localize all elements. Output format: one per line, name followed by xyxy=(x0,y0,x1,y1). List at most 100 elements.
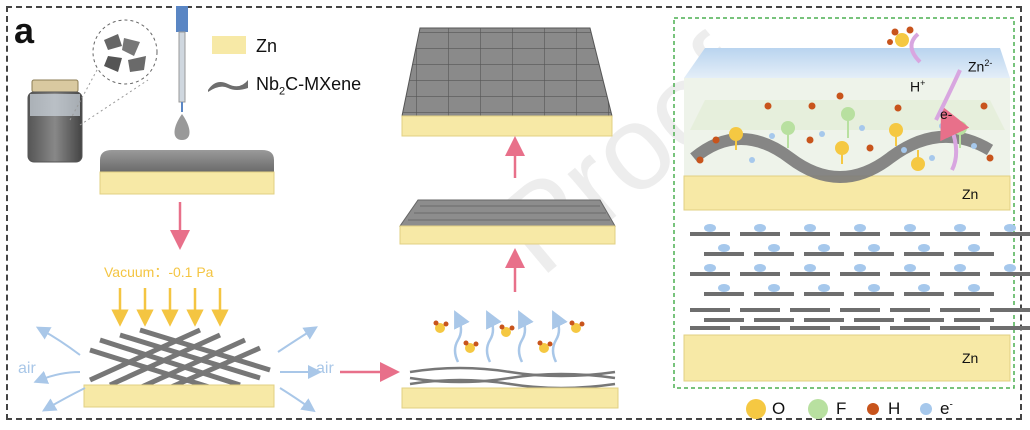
surface-electron xyxy=(768,284,780,292)
mxene-layer xyxy=(940,308,980,312)
zn-ion-cluster xyxy=(887,26,914,47)
mxene-layer xyxy=(790,326,830,330)
surface-electron xyxy=(804,264,816,272)
mxene-layer xyxy=(740,326,780,330)
zn-label-detail-bottom: Zn xyxy=(962,350,979,366)
mxene-layer xyxy=(854,318,894,322)
mxene-layer xyxy=(790,232,830,236)
legend-swatch-o xyxy=(746,399,766,419)
mxene-layer xyxy=(954,318,994,322)
air-label-right: air xyxy=(316,360,334,377)
mxene-layer xyxy=(904,318,944,322)
legend-swatch-h xyxy=(867,403,879,415)
zn-substrate-detail xyxy=(683,334,1011,382)
surface-electron xyxy=(868,284,880,292)
layered-mxene-stack xyxy=(690,224,1030,330)
surface-electron xyxy=(918,244,930,252)
zn-substrate-step3 xyxy=(401,387,619,409)
zn-ion-label: Zn2- xyxy=(968,58,993,75)
legend-h-label: H xyxy=(888,399,901,418)
mxene-layer xyxy=(690,232,730,236)
electron-label: e- xyxy=(940,106,953,122)
mxene-layer xyxy=(690,326,730,330)
vacuum-label: Vacuum：-0.1 Pa xyxy=(104,264,214,280)
mxene-dispersion-vial xyxy=(27,79,83,163)
solvent-evaporation xyxy=(453,310,568,363)
water-molecules xyxy=(433,320,585,353)
surface-electron xyxy=(754,224,766,232)
legend-mxene-swatch xyxy=(206,74,250,99)
legend-zn-swatch xyxy=(212,36,246,54)
mxene-layer xyxy=(740,232,780,236)
mxene-sheet-wavy xyxy=(690,130,994,183)
surface-electron xyxy=(1004,264,1016,272)
surface-electron xyxy=(868,244,880,252)
mxene-layer xyxy=(940,272,980,276)
mxene-layer xyxy=(854,252,894,256)
legend-f-label: F xyxy=(836,399,847,418)
legend-mxene-label: Nb2C-MXene xyxy=(256,74,362,98)
mxene-layer xyxy=(940,232,980,236)
surface-electron xyxy=(904,224,916,232)
magnified-flakes xyxy=(69,19,158,126)
air-label-left: air xyxy=(18,360,36,377)
mxene-layer xyxy=(754,318,794,322)
surface-electron xyxy=(818,244,830,252)
mxene-layer xyxy=(790,272,830,276)
mxene-layer xyxy=(904,292,944,296)
air-arrows-left xyxy=(33,326,86,412)
mxene-layer xyxy=(890,272,930,276)
bottom-legend xyxy=(746,399,932,419)
surface-electron xyxy=(854,224,866,232)
mxene-layer xyxy=(840,232,880,236)
proton-label: H+ xyxy=(910,78,926,95)
mxene-layer xyxy=(990,272,1030,276)
mxene-layer xyxy=(804,318,844,322)
panel-letter: a xyxy=(14,10,35,51)
mxene-layer xyxy=(990,232,1030,236)
dried-film xyxy=(399,199,616,245)
mxene-layer xyxy=(904,252,944,256)
mxene-layer xyxy=(704,318,744,322)
air-arrows-right xyxy=(277,326,322,413)
mxene-layer xyxy=(740,272,780,276)
legend-zn-label: Zn xyxy=(256,36,278,56)
surface-electron xyxy=(968,244,980,252)
legend-o-label: O xyxy=(772,399,786,418)
surface-electron xyxy=(718,244,730,252)
mxene-layer xyxy=(704,292,744,296)
surface-electron xyxy=(754,264,766,272)
mxene-layer xyxy=(854,292,894,296)
mxene-layer xyxy=(954,252,994,256)
surface-electron xyxy=(718,284,730,292)
mxene-layer xyxy=(990,308,1030,312)
final-tiled-film xyxy=(401,27,613,137)
mxene-layer xyxy=(704,252,744,256)
mxene-layer xyxy=(990,326,1030,330)
surface-electron xyxy=(954,224,966,232)
mxene-layer xyxy=(840,272,880,276)
surface-electron xyxy=(854,264,866,272)
surface-electron xyxy=(768,244,780,252)
surface-electron xyxy=(704,264,716,272)
mxene-layer xyxy=(890,232,930,236)
legend-swatch-e xyxy=(920,403,932,415)
surface-electron xyxy=(704,224,716,232)
legend-swatch-f xyxy=(808,399,828,419)
mxene-layer xyxy=(940,326,980,330)
vacuum-arrows xyxy=(111,288,229,327)
mxene-layer xyxy=(890,326,930,330)
ion-flux-arrows xyxy=(909,32,970,171)
mxene-layer xyxy=(790,308,830,312)
zn-substrate-step2 xyxy=(83,384,275,408)
surface-electron xyxy=(904,264,916,272)
surface-electron xyxy=(818,284,830,292)
mxene-layer xyxy=(890,308,930,312)
surface-electron xyxy=(918,284,930,292)
mxene-layer xyxy=(690,272,730,276)
zn-label-detail-top: Zn xyxy=(962,186,979,202)
outer-dashed-frame xyxy=(6,6,1022,420)
surface-electron xyxy=(954,264,966,272)
coated-zn-substrate xyxy=(99,150,275,195)
